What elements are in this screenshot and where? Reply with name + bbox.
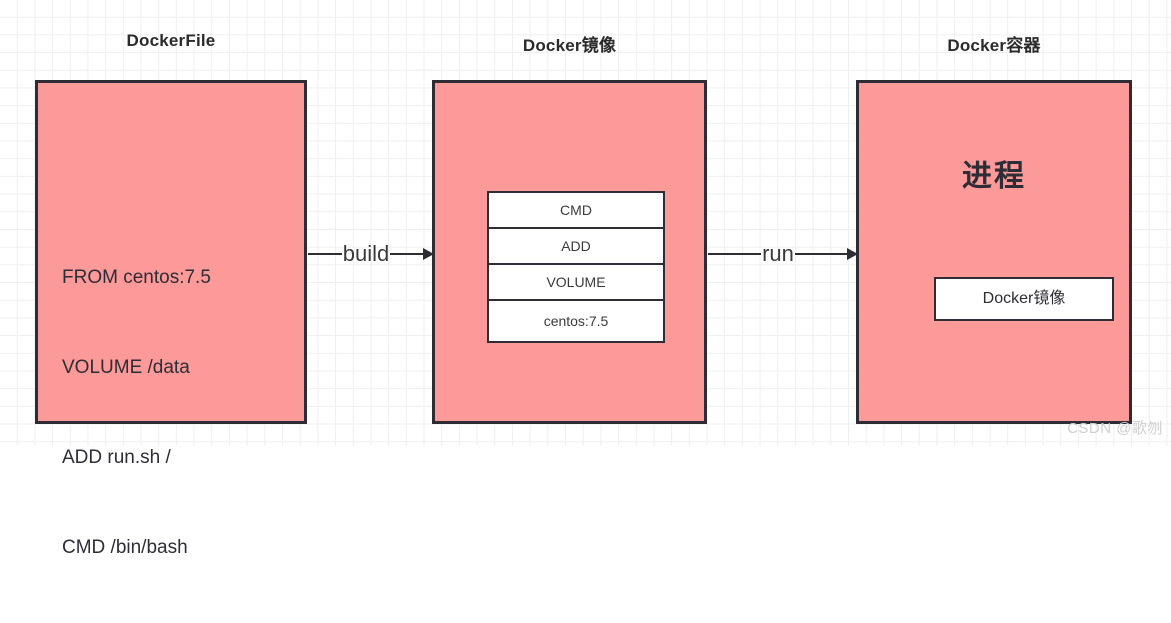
dockerfile-code-line-3: ADD run.sh / bbox=[62, 447, 171, 468]
watermark: CSDN @歌刎 bbox=[1067, 420, 1163, 437]
docker-image-box: CMD ADD VOLUME centos:7.5 bbox=[432, 80, 707, 424]
dockerfile-code-line-1: FROM centos:7.5 bbox=[62, 267, 211, 288]
run-arrow-label: run bbox=[762, 241, 794, 266]
run-arrow-line-left bbox=[708, 253, 762, 255]
image-layer-cmd: CMD bbox=[487, 191, 665, 229]
process-label: 进程 bbox=[962, 160, 1026, 193]
docker-container-box: 进程 Docker镜像 bbox=[856, 80, 1132, 424]
dockerfile-title: DockerFile bbox=[126, 31, 216, 50]
build-arrow-label: build bbox=[342, 241, 390, 266]
build-arrow: build bbox=[308, 236, 435, 272]
docker-container-title: Docker容器 bbox=[947, 36, 1041, 55]
docker-image-title: Docker镜像 bbox=[522, 36, 617, 55]
container-inner-image-box: Docker镜像 bbox=[934, 277, 1114, 321]
build-arrow-head-icon bbox=[423, 248, 435, 260]
build-arrow-line-right bbox=[390, 253, 425, 255]
run-arrow-head-icon bbox=[847, 248, 859, 260]
run-arrow: run bbox=[708, 236, 859, 272]
dockerfile-code-line-2: VOLUME /data bbox=[62, 357, 190, 378]
image-layer-add: ADD bbox=[487, 227, 665, 265]
dockerfile-code-line-4: CMD /bin/bash bbox=[62, 537, 188, 558]
build-arrow-line-left bbox=[308, 253, 342, 255]
dockerfile-box: FROM centos:7.5 VOLUME /data ADD run.sh … bbox=[35, 80, 307, 558]
diagram-canvas: DockerFile FROM centos:7.5 VOLUME /data … bbox=[0, 0, 1171, 558]
run-arrow-line-right bbox=[794, 253, 849, 255]
image-layer-stack: CMD ADD VOLUME centos:7.5 bbox=[487, 191, 665, 343]
dockerfile-code-block: FROM centos:7.5 VOLUME /data ADD run.sh … bbox=[62, 203, 211, 623]
image-layer-volume: VOLUME bbox=[487, 263, 665, 301]
image-layer-base: centos:7.5 bbox=[487, 299, 665, 343]
